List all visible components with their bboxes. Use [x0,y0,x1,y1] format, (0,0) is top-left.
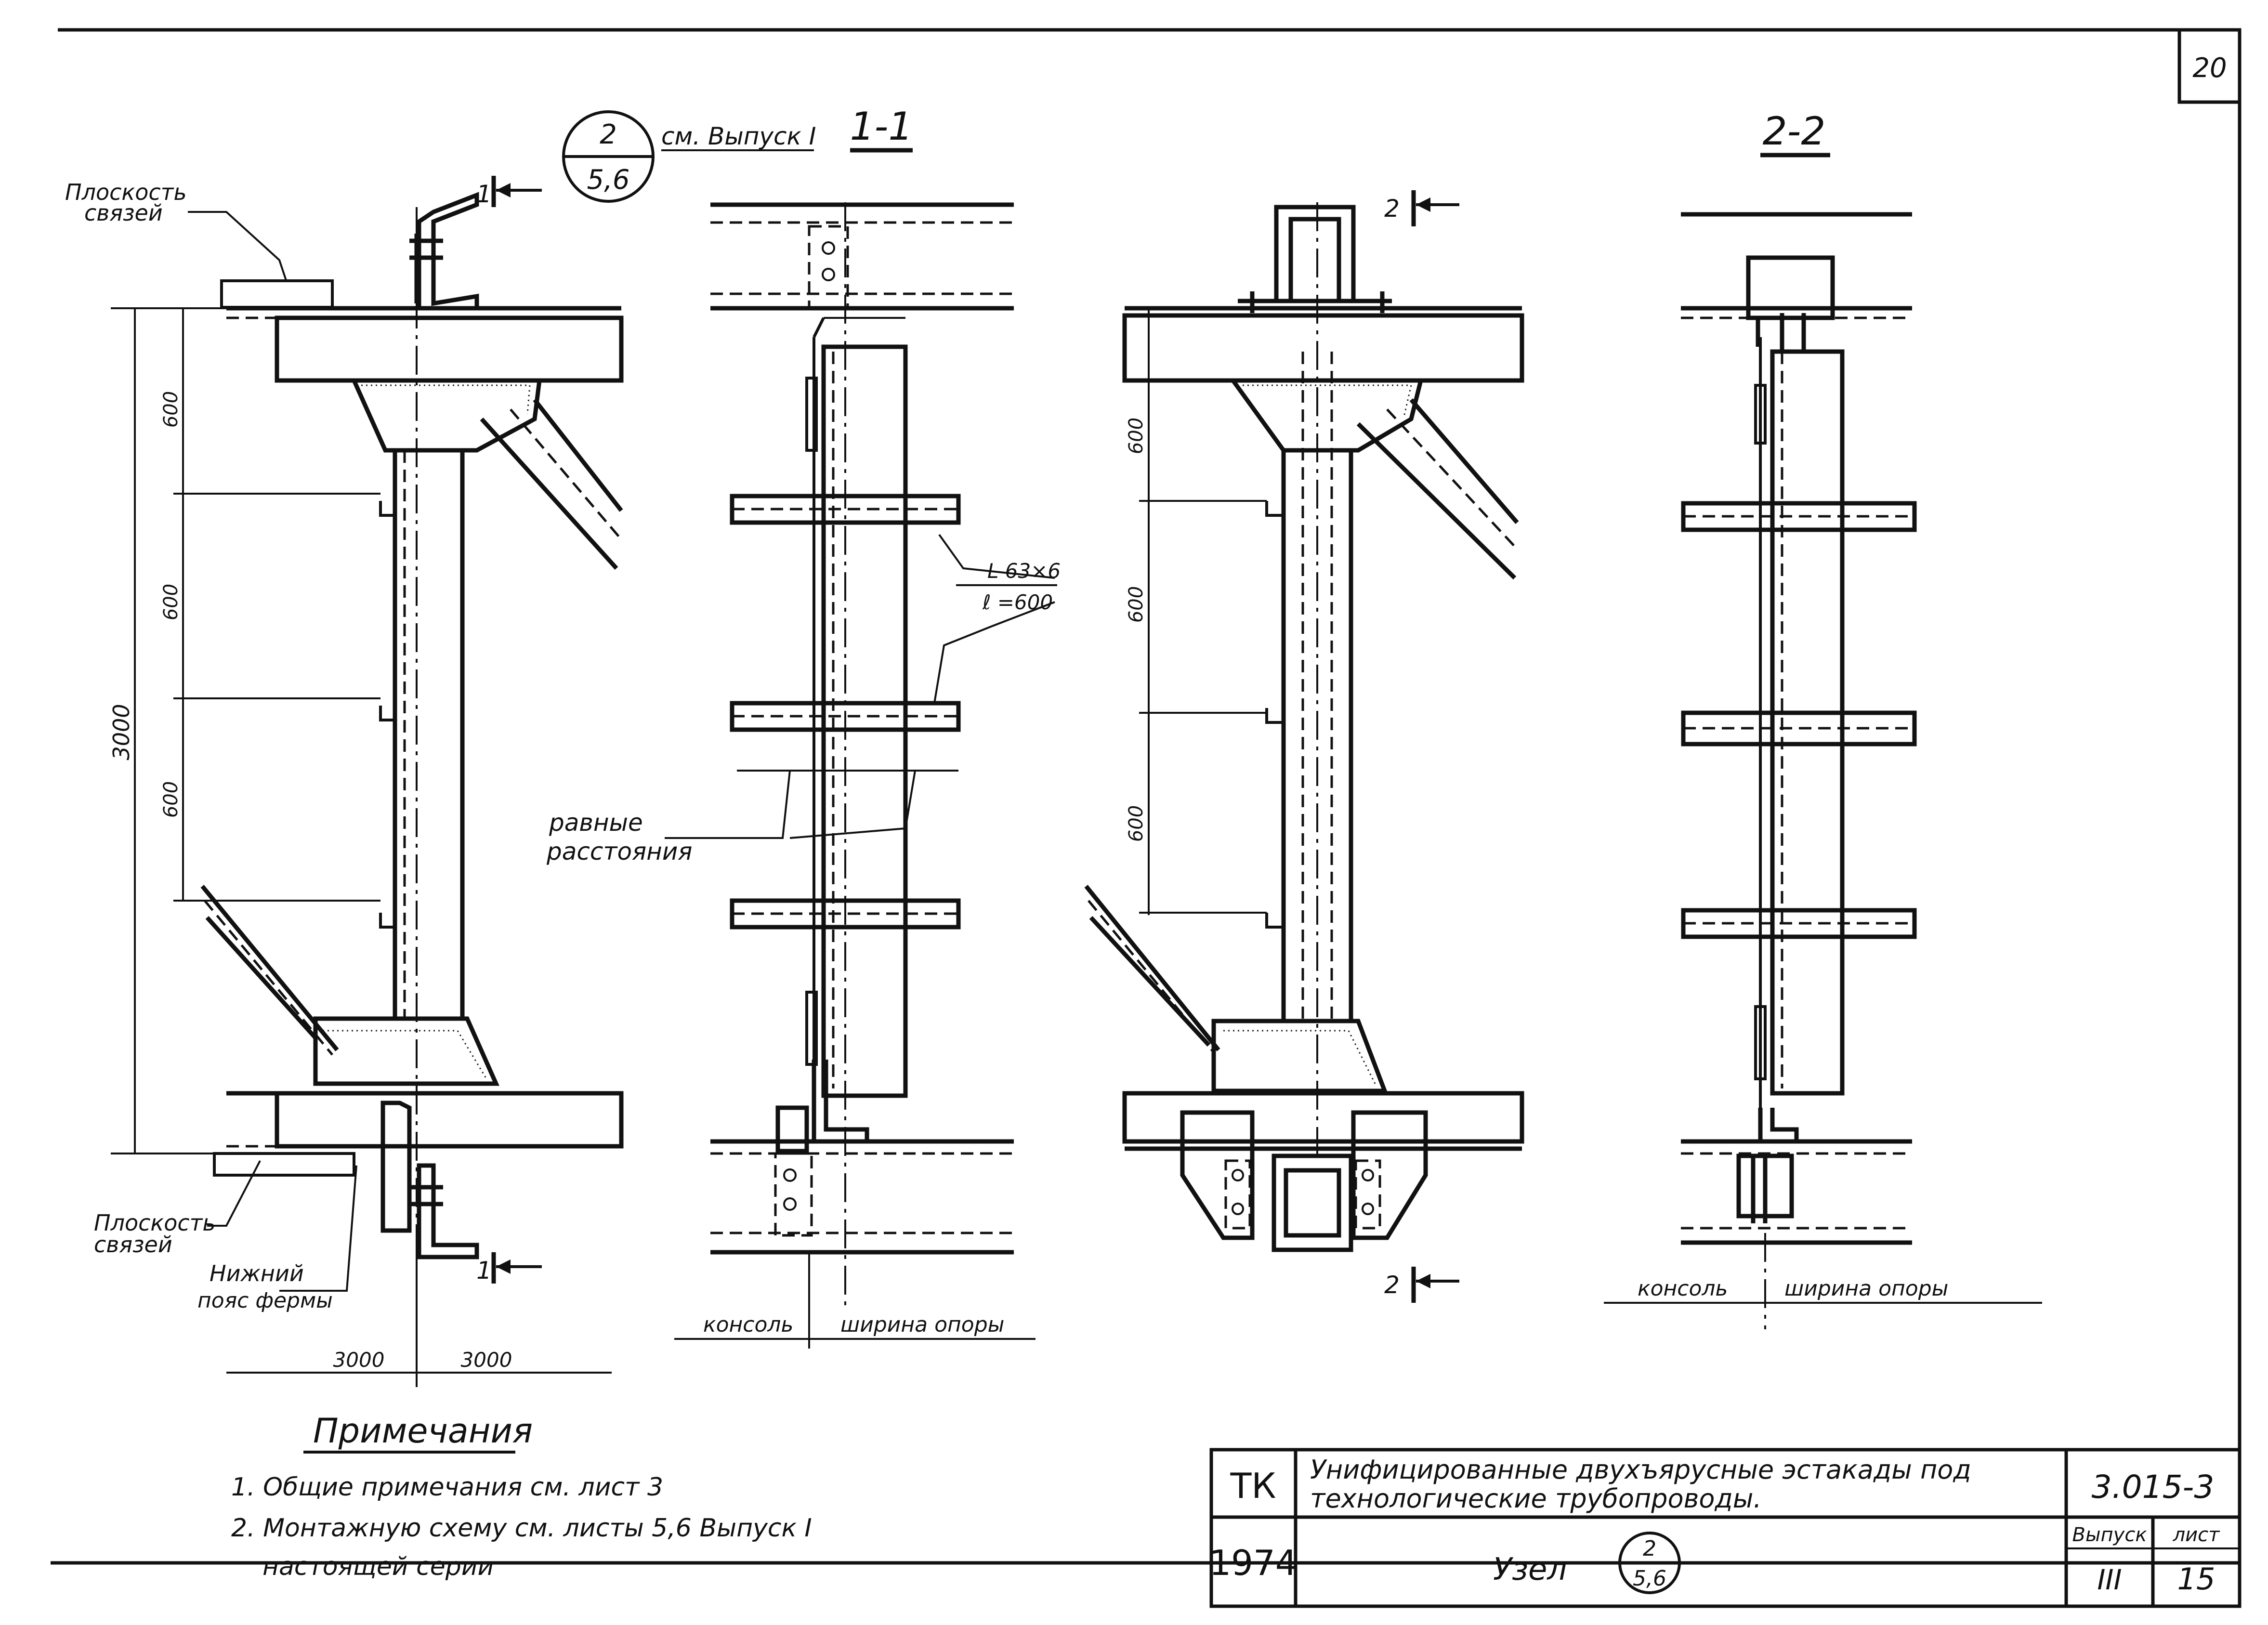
title-block-issue-label: Выпуск [2072,1524,2147,1546]
title-block-title-2: технологические трубопроводы. [1310,1483,1762,1514]
dim-right-spacing-1: 600 [1125,418,1147,454]
label-bracing-plane-top-2: связей [84,200,163,226]
title-block-node-den: 5,6 [1633,1566,1666,1591]
title-block-sheet-label: лист [2173,1524,2221,1546]
dim-spacing-1: 600 [160,391,182,428]
note-item-3: настоящей серии [262,1552,494,1581]
node-ref-note: см. Выпуск I [661,122,816,150]
dim-bottom-right: 3000 [461,1348,512,1372]
label-support-width-2: ширина опоры [1784,1276,1948,1301]
section-2-2-view [1604,212,2042,1329]
label-angle-spec: L 63×6 [987,559,1061,583]
label-lower-chord-1: Нижний [210,1260,304,1286]
notes-block: Примечания 1. Общие примечания см. лист … [231,1411,812,1581]
section-mark-1-bottom: 1 [476,1257,492,1284]
sheet-number: 20 [2192,52,2227,84]
label-equal-distances-2: расстояния [546,838,692,865]
node-reference: 2 5,6 см. Выпуск I [562,110,816,203]
label-support-width-1: ширина опоры [840,1312,1004,1337]
title-block-issue: III [2097,1563,2122,1596]
section-mark-2-bottom: 2 [1384,1271,1400,1299]
elevation-view-2: 600 600 600 2 2 [1084,190,1524,1303]
dim-height-total: 3000 [108,704,134,760]
section-mark-1-top: 1 [476,180,492,208]
section-title-2-2: 2-2 [1763,109,1826,154]
title-block-sheet: 15 [2177,1561,2216,1597]
title-block-year: 1974 [1209,1543,1297,1583]
title-block-title-1: Унифицированные двухъярусные эстакады по… [1310,1455,1971,1485]
dim-bottom-left: 3000 [333,1348,385,1372]
label-equal-distances-1: равные [549,809,643,837]
notes-title: Примечания [313,1411,533,1451]
label-console-1: консоль [703,1312,793,1337]
section-1-1-view [665,202,1057,1349]
label-bracing-plane-bottom-2: связей [94,1232,172,1258]
dim-right-spacing-2: 600 [1125,586,1147,623]
label-console-2: консоль [1638,1276,1728,1301]
label-bracing-plane-bottom-1: Плоскость [94,1210,216,1236]
section-mark-2-top: 2 [1384,195,1400,223]
section-title-1-1: 1-1 [850,104,913,149]
dim-spacing-2: 600 [160,584,182,620]
node-ref-numerator: 2 [600,119,617,150]
note-item-1: 1. Общие примечания см. лист 3 [231,1473,663,1502]
title-block-node-num: 2 [1643,1536,1656,1561]
node-ref-denominator: 5,6 [587,164,629,196]
drawing-frame: 20 [51,28,2242,1565]
dim-right-spacing-3: 600 [1125,805,1147,842]
sheet-number-box [2177,28,2242,104]
label-angle-length: ℓ =600 [982,590,1053,614]
dim-spacing-3: 600 [160,781,182,818]
title-block-org: ТК [1230,1466,1276,1506]
title-block: ТК 1974 Унифицированные двухъярусные эст… [1209,1448,2242,1608]
title-block-node-label: Узел [1493,1552,1567,1587]
elevation-view: 1 1 3000 600 600 600 3000 3000 [108,176,624,1387]
note-item-2: 2. Монтажную схему см. листы 5,6 Выпуск … [231,1514,812,1543]
label-bracing-plane-top-1: Плоскость [65,179,187,205]
title-block-code: 3.015-3 [2092,1468,2215,1506]
label-lower-chord-2: пояс фермы [197,1288,333,1313]
